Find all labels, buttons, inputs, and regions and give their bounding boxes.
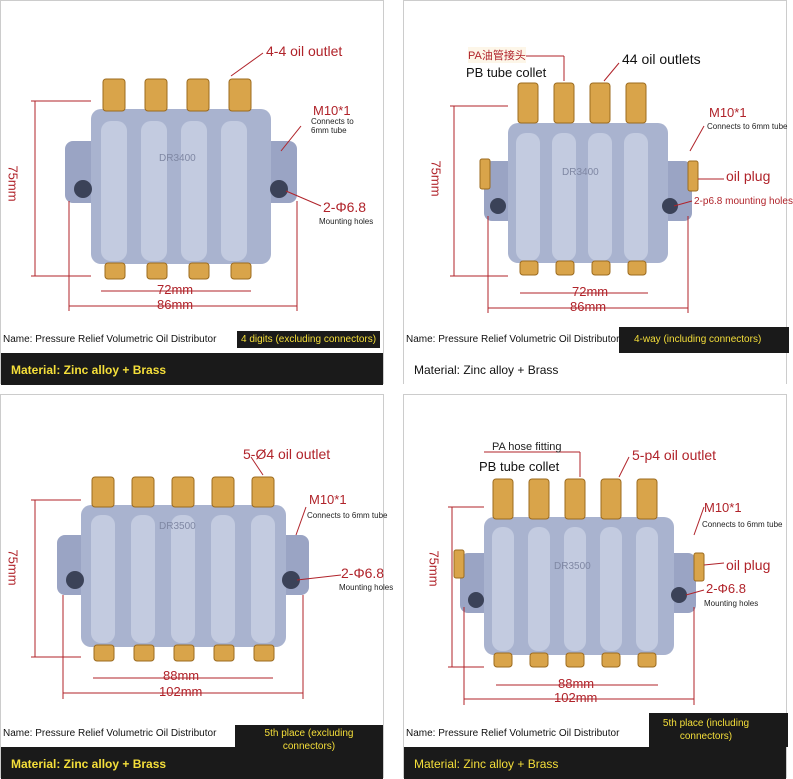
model-engraving: DR3500 <box>554 561 591 572</box>
product-name: Name: Pressure Relief Volumetric Oil Dis… <box>3 334 217 345</box>
spec-badge: 4-way (including connectors) <box>630 331 766 348</box>
dimension-lines <box>450 55 724 313</box>
material-text: Material: Zinc alloy + Brass <box>11 757 167 771</box>
oil-outlet-label: 5-p4 oil outlet <box>632 447 717 463</box>
oil-plug-label: oil plug <box>726 557 771 573</box>
inlet-thread-label: M10*1 <box>313 103 351 118</box>
product-panel-5-way-including: PA hose fitting PB tube collet 5-p4 oil … <box>403 394 788 779</box>
pb-collet-label: PB tube collet <box>479 459 560 474</box>
mounting-holes-note: Mounting holes <box>339 583 394 592</box>
inlet-note: Connects to 6mm tube <box>707 122 788 131</box>
product-name: Name: Pressure Relief Volumetric Oil Dis… <box>406 334 620 345</box>
outer-width-dimension: 86mm <box>157 297 194 312</box>
mounting-holes-note: Mounting holes <box>704 599 759 608</box>
mounting-holes-label: 2-Φ6.8 <box>706 581 747 596</box>
inner-width-dimension: 88mm <box>558 676 595 691</box>
product-panel-4-way-excluding: 4-4 oil outlet M10*1 Connects to 6mm tub… <box>0 0 384 385</box>
height-dimension: 75mm <box>426 550 442 587</box>
outer-width-dimension: 86mm <box>570 299 607 314</box>
oil-outlet-label: 4-4 oil outlet <box>266 43 343 59</box>
dimension-lines <box>31 52 322 311</box>
inlet-thread-label: M10*1 <box>709 105 747 120</box>
material-text: Material: Zinc alloy + Brass <box>414 363 559 377</box>
material-band <box>404 353 786 385</box>
distributor-4-illustration <box>31 52 322 311</box>
mounting-holes-label: 2-Φ6.8 <box>341 565 385 581</box>
brass-fittings <box>102 78 252 280</box>
oil-outlets-label: 44 oil outlets <box>622 51 701 67</box>
inlet-note: Connects to 6mm tube <box>702 520 783 529</box>
inlet-thread-label: M10*1 <box>704 500 742 515</box>
model-engraving: DR3400 <box>562 167 599 178</box>
product-panel-4-way-including: PA油管接头 PB tube collet 44 oil outlets M10… <box>403 0 793 385</box>
inner-width-dimension: 88mm <box>163 668 200 683</box>
material-band <box>404 747 786 779</box>
model-engraving: DR3500 <box>159 521 196 532</box>
brass-fittings <box>479 82 699 276</box>
outer-width-dimension: 102mm <box>554 690 598 705</box>
product-name: Name: Pressure Relief Volumetric Oil Dis… <box>3 728 217 739</box>
material-text: Material: Zinc alloy + Brass <box>414 757 559 771</box>
spec-badge: 5th place (including connectors) <box>656 715 756 745</box>
height-dimension: 75mm <box>428 160 444 197</box>
spec-badge: 5th place (excluding connectors) <box>235 725 383 755</box>
distributor-5-connectors-illustration <box>448 451 725 705</box>
model-engraving: DR3400 <box>159 153 196 164</box>
product-panel-5-way-excluding: 5-Ø4 oil outlet M10*1 Connects to 6mm tu… <box>0 394 393 779</box>
oil-plug-label: oil plug <box>726 168 771 184</box>
inner-width-dimension: 72mm <box>572 284 609 299</box>
spec-badge: 4 digits (excluding connectors) <box>237 331 381 348</box>
brass-fittings <box>453 478 705 668</box>
pa-fitting-label: PA hose fitting <box>492 441 562 453</box>
inlet-note: Connects to 6mm tube <box>311 117 354 135</box>
material-text: Material: Zinc alloy + Brass <box>11 363 167 377</box>
material-band <box>1 353 383 385</box>
dimension-lines <box>31 456 342 699</box>
product-name: Name: Pressure Relief Volumetric Oil Dis… <box>406 728 620 739</box>
distributor-body <box>65 109 297 264</box>
height-dimension: 75mm <box>5 165 21 202</box>
distributor-body <box>484 123 692 263</box>
pa-fitting-label: PA油管接头 <box>468 47 526 63</box>
distributor-body <box>460 517 696 655</box>
distributor-4-connectors-illustration <box>450 55 724 313</box>
mounting-holes-label: 2-Φ6.8 <box>323 199 367 215</box>
height-dimension: 75mm <box>5 549 21 586</box>
oil-outlet-label: 5-Ø4 oil outlet <box>243 446 331 462</box>
inner-width-dimension: 72mm <box>157 282 194 297</box>
dimension-lines <box>448 451 725 705</box>
inlet-note: Connects to 6mm tube <box>307 511 388 520</box>
inlet-thread-label: M10*1 <box>309 492 347 507</box>
outer-width-dimension: 102mm <box>159 684 203 699</box>
distributor-5-illustration <box>31 456 342 699</box>
mounting-holes-label: 2-p6.8 mounting holes <box>694 196 793 207</box>
pb-collet-label: PB tube collet <box>466 65 547 80</box>
mounting-holes-note: Mounting holes <box>319 217 374 226</box>
brass-fittings <box>91 476 275 662</box>
